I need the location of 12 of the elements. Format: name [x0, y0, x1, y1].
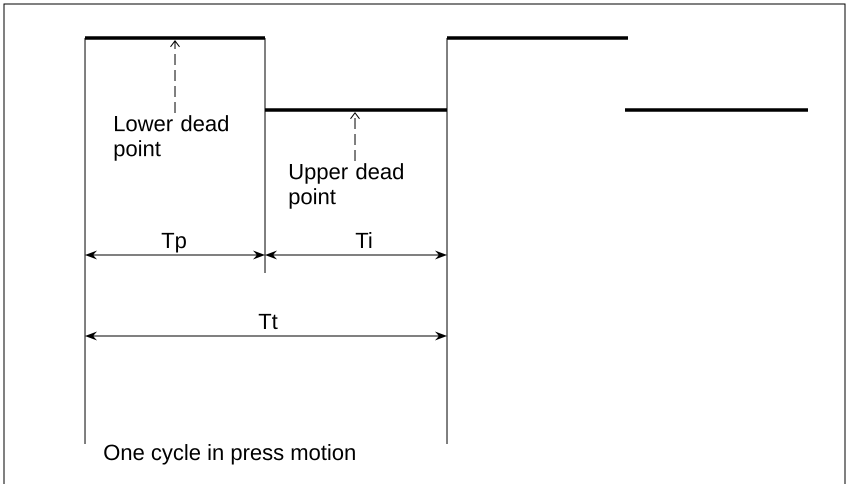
caption-text: One cycle in press motion [104, 444, 355, 465]
leader-arrow [170, 40, 180, 114]
callout-text: Upper dead point [290, 163, 403, 209]
dimension-label: Ti [356, 232, 372, 248]
dimension-label: Tt [258, 314, 278, 330]
level-bar [625, 108, 808, 112]
level-bar [447, 36, 628, 40]
callout-text: Lower dead point [114, 115, 228, 161]
level-bar [85, 36, 265, 40]
level-bar [265, 108, 447, 112]
dimension-label: Tp [162, 232, 186, 253]
leader-arrow [350, 112, 360, 162]
